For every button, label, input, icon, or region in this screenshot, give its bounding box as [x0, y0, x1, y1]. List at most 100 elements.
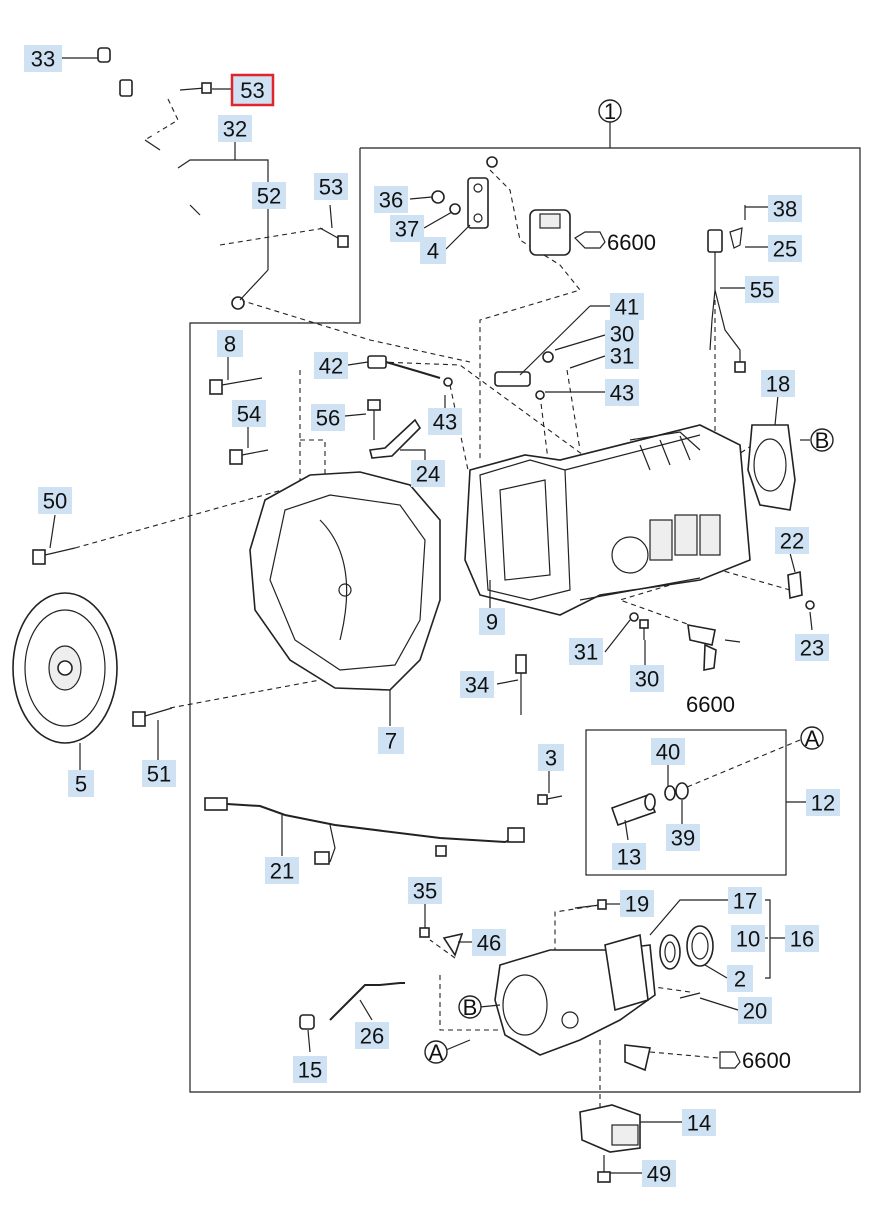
callout-box-31a: [605, 342, 639, 369]
callout-text-46: 46: [477, 931, 501, 956]
speed-sensor-bottom: [624, 1044, 741, 1072]
callout-text-49: 49: [647, 1162, 671, 1187]
callout-40: 40: [651, 738, 685, 765]
callout-53a: 53: [230, 73, 275, 107]
callout-13: 13: [612, 843, 646, 870]
oil-seal-10: [659, 934, 681, 970]
callout-15: 15: [293, 1056, 327, 1083]
callout-box-33: [24, 45, 62, 72]
callout-text-20: 20: [743, 999, 767, 1024]
callout-36: 36: [374, 186, 408, 213]
cap-15: [299, 1014, 315, 1030]
sensor-13: [610, 793, 657, 827]
callout-56: 56: [311, 404, 345, 431]
callout-box-41: [610, 293, 644, 320]
bolt-54: [229, 449, 269, 465]
callout-38: 38: [768, 195, 802, 222]
bolt-23: [805, 600, 815, 610]
callout-box-38: [768, 195, 802, 222]
callout-box-5: [68, 770, 94, 797]
callout-box-2: [727, 965, 753, 992]
callout-30b: 30: [630, 665, 664, 692]
callout-text-38: 38: [773, 197, 797, 222]
callout-box-19: [620, 890, 654, 917]
callout-box-3: [538, 744, 564, 771]
callout-box-8: [217, 330, 243, 357]
callout-text-24: 24: [416, 462, 440, 487]
dashed-leaders: [74, 98, 801, 1110]
callout-box-43b: [428, 408, 462, 435]
callout-14: 14: [682, 1109, 716, 1136]
callout-text-22: 22: [780, 529, 804, 554]
callout-39: 39: [666, 824, 700, 851]
note-6600-mid: 6600: [686, 692, 735, 717]
callout-text-7: 7: [385, 729, 397, 754]
callout-text-32: 32: [223, 117, 247, 142]
callout-51: 51: [142, 760, 176, 787]
callout-box-54: [232, 400, 266, 427]
callout-text-41: 41: [615, 295, 639, 320]
callout-35: 35: [408, 877, 442, 904]
callout-46: 46: [472, 929, 506, 956]
callout-text-42: 42: [319, 354, 343, 379]
callout-text-25: 25: [773, 237, 797, 262]
marker-a-bottom: A: [424, 1040, 448, 1065]
bracket-4: [467, 177, 489, 229]
callout-text-51: 51: [147, 762, 171, 787]
callout-text-16: 16: [790, 927, 814, 952]
callout-text-26: 26: [360, 1024, 384, 1049]
callout-43a: 43: [605, 379, 639, 406]
callout-box-15: [293, 1056, 327, 1083]
callout-box-20: [738, 997, 772, 1024]
callout-box-51: [142, 760, 176, 787]
seal-40: [664, 785, 676, 801]
callout-text-4: 4: [427, 239, 439, 264]
harness-55: [707, 205, 746, 373]
solenoid-41: [494, 351, 554, 400]
callout-19: 19: [620, 890, 654, 917]
callout-8: 8: [217, 330, 243, 357]
marker-b-right: B: [810, 428, 834, 453]
bolt-56: [367, 399, 381, 440]
callout-53b: 53: [314, 173, 348, 200]
callout-17: 17: [728, 887, 762, 914]
callout-text-31b: 31: [574, 640, 598, 665]
bolt-53-upper: [179, 82, 212, 94]
callout-box-16: [785, 925, 819, 952]
bolt-19: [574, 899, 607, 910]
marker-1: 1: [598, 99, 622, 124]
bolt-51: [132, 707, 173, 727]
callout-box-22: [775, 527, 809, 554]
callout-box-37: [390, 215, 424, 242]
callout-text-23: 23: [800, 636, 824, 661]
callout-text-55: 55: [750, 278, 774, 303]
callout-text-3: 3: [545, 746, 557, 771]
svg-text:A: A: [429, 1040, 444, 1065]
callout-text-36: 36: [379, 188, 403, 213]
callout-text-43b: 43: [433, 410, 457, 435]
callout-text-10: 10: [736, 927, 760, 952]
callout-7: 7: [378, 727, 404, 754]
callout-26: 26: [355, 1022, 389, 1049]
callout-box-43a: [605, 379, 639, 406]
speed-sensor-mid: [687, 624, 741, 671]
bolt-30-lower: [639, 619, 649, 640]
callout-text-13: 13: [617, 845, 641, 870]
pipe-42: [367, 355, 453, 387]
bolt-8: [209, 377, 263, 395]
callout-box-34: [460, 671, 494, 698]
bolt-35: [419, 927, 430, 938]
callout-5: 5: [68, 770, 94, 797]
callout-box-32: [218, 115, 252, 142]
transmission-case-9: [464, 424, 751, 616]
callout-box-31b: [569, 638, 603, 665]
callout-box-23: [795, 634, 829, 661]
callout-box-36: [374, 186, 408, 213]
callout-9: 9: [479, 608, 505, 635]
callout-box-12: [806, 789, 840, 816]
extension-housing-17: [494, 933, 656, 1056]
ring-39: [675, 782, 689, 800]
callout-text-53b: 53: [319, 175, 343, 200]
callout-text-12: 12: [811, 791, 835, 816]
